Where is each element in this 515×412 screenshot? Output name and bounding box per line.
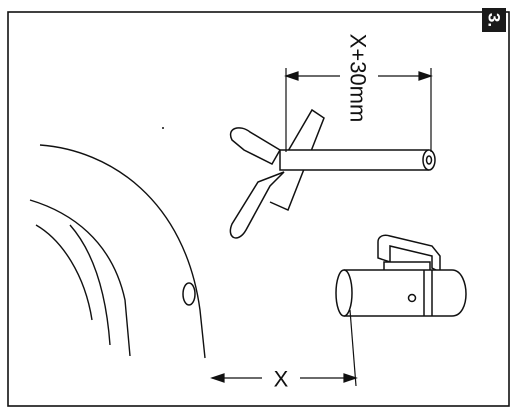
- pin-tool: [229, 108, 436, 239]
- cylinder-pin: [335, 269, 467, 317]
- diagram-frame: [7, 11, 510, 407]
- dimension-bottom-label: X: [274, 367, 289, 392]
- dimension-top-label: X+30mm: [346, 34, 371, 123]
- dimension-bottom: [210, 309, 358, 387]
- wheel-hole: [182, 282, 196, 306]
- wheel-outline: [29, 144, 206, 359]
- speck: [162, 127, 164, 129]
- dimension-top: [284, 68, 433, 152]
- step-badge: 3.: [482, 8, 506, 32]
- step-number: 3.: [485, 13, 504, 27]
